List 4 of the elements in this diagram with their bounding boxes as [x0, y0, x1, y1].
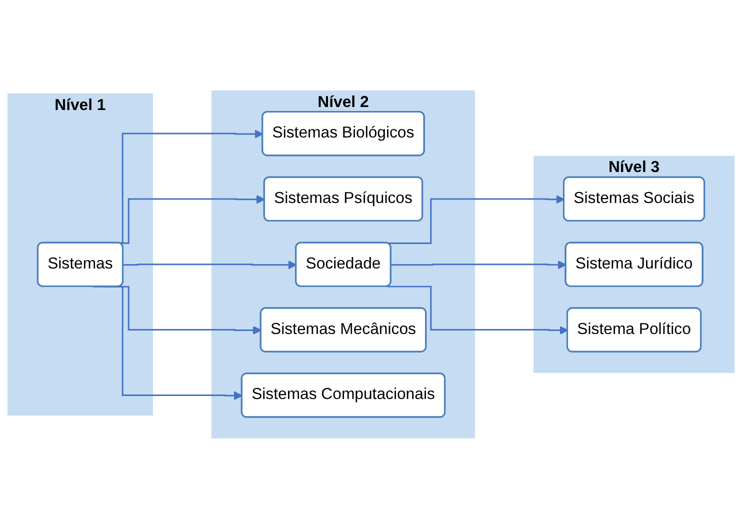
arrow: [123, 260, 297, 270]
arrow: [387, 195, 565, 244]
arrow: [391, 260, 566, 270]
arrow: [387, 286, 568, 335]
